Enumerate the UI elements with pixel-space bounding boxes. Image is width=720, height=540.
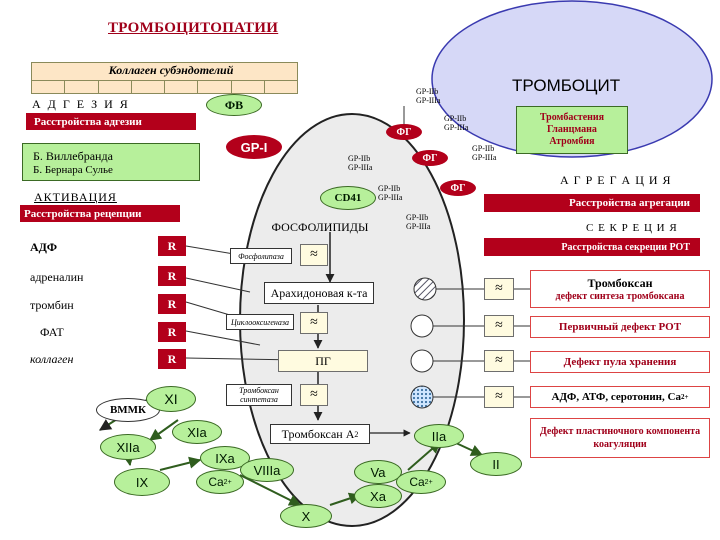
receptor-paf: R bbox=[158, 322, 186, 342]
txa-defect-sub: дефект синтеза тромбоксана bbox=[555, 291, 685, 302]
fg-oval-1: ФГ bbox=[386, 124, 422, 140]
factor-ca-1-sup: 2+ bbox=[223, 478, 232, 486]
factor-xia: XIa bbox=[172, 420, 222, 444]
collagen-segments bbox=[31, 80, 298, 94]
factor-x: X bbox=[280, 504, 332, 528]
factor-xiia: XIIa bbox=[100, 434, 156, 460]
fg-oval-2: ФГ bbox=[412, 150, 448, 166]
adhesion-heading: А Д Г Е З И Я bbox=[32, 97, 130, 111]
receptor-adrenaline: R bbox=[158, 266, 186, 286]
agonist-adp: АДФ bbox=[30, 240, 58, 254]
fg-oval-3: ФГ bbox=[440, 180, 476, 196]
approx-txa: ≈ bbox=[484, 278, 514, 300]
vwf-disease-box: Б. Виллебранда Б. Бернара Сулье bbox=[22, 143, 200, 181]
cd41-oval: CD41 bbox=[320, 186, 376, 210]
granule-dotted bbox=[410, 385, 434, 409]
factor-ii: II bbox=[470, 452, 522, 476]
thromboxane-label: Тромбоксан А bbox=[281, 426, 355, 441]
secretion-disorder: Расстройства секреции РОТ bbox=[484, 238, 700, 256]
approx-pool: ≈ bbox=[484, 350, 514, 372]
granule-white-2 bbox=[410, 349, 434, 373]
activation-disorder: Расстройства рецепции bbox=[20, 205, 180, 222]
cyclooxygenase-label: Циклооксигеназа bbox=[226, 314, 294, 330]
pg-box: ПГ bbox=[278, 350, 368, 372]
pool-defect-box: Дефект пула хранения bbox=[530, 351, 710, 373]
phospholipids-box: ФОСФОЛИПИДЫ bbox=[271, 219, 369, 234]
adp-defect-label: АДФ, АТФ, серотонин, Ca bbox=[551, 391, 681, 403]
gp-label-5: GP-IIb GP-IIIa bbox=[378, 184, 403, 202]
receptor-thrombin: R bbox=[158, 294, 186, 314]
approx-phospholipase: ≈ bbox=[300, 244, 328, 266]
coag-defect-box: Дефект пластиночного компонента коагуляц… bbox=[530, 418, 710, 458]
thromboxane-synthetase-label: Тромбоксан синтетаза bbox=[226, 384, 292, 406]
gp-label-6: GP-IIb GP-IIIa bbox=[406, 213, 431, 231]
collagen-label: Коллаген субэндотелий bbox=[108, 63, 234, 77]
adhesion-disorder: Расстройства адгезии bbox=[26, 113, 196, 130]
primary-defect-box: Первичный дефект РОТ bbox=[530, 316, 710, 338]
agonist-paf: ФАТ bbox=[40, 325, 64, 339]
glanzmann-box: Тромбастения Гланцмана Атромбия bbox=[516, 106, 628, 154]
factor-va: Va bbox=[354, 460, 402, 484]
granule-white-1 bbox=[410, 314, 434, 338]
txa-defect-box: Тромбоксан дефект синтеза тромбоксана bbox=[530, 270, 710, 308]
factor-ca-1-label: Ca bbox=[208, 475, 224, 489]
adp-defect-sup: 2+ bbox=[680, 393, 689, 401]
factor-xi: XI bbox=[146, 386, 196, 412]
secretion-heading: С Е К Р Е Ц И Я bbox=[586, 222, 678, 234]
factor-iia: IIa bbox=[414, 424, 464, 448]
phospholipase-label: Фосфолипаза bbox=[230, 248, 292, 264]
approx-thromboxane-synthetase: ≈ bbox=[300, 384, 328, 406]
aggregation-disorder: Расстройства агрегации bbox=[484, 194, 700, 212]
gp-label-1: GP-IIb GP-IIIa bbox=[416, 87, 441, 105]
approx-cyclooxygenase: ≈ bbox=[300, 312, 328, 334]
factor-ix: IX bbox=[114, 468, 170, 496]
gp-label-4: GP-IIb GP-IIIa bbox=[348, 154, 373, 172]
agonist-adrenaline: адреналин bbox=[30, 270, 84, 284]
granule-hatched bbox=[413, 277, 437, 301]
agonist-thrombin: тромбин bbox=[30, 298, 74, 312]
factor-ca-2-sup: 2+ bbox=[424, 478, 433, 486]
gp-label-2: GP-IIb GP-IIIa bbox=[444, 114, 469, 132]
page-title: ТРОМБОЦИТОПАТИИ bbox=[108, 20, 279, 36]
gp1-oval: GP-I bbox=[226, 135, 282, 159]
factor-viiia: VIIIa bbox=[240, 458, 294, 482]
gp-label-3: GP-IIb GP-IIIa bbox=[472, 144, 497, 162]
arachidonic-box: Арахидоновая к-та bbox=[264, 282, 374, 304]
platelet-ellipse bbox=[431, 0, 713, 158]
txa-defect-title: Тромбоксан bbox=[587, 276, 653, 290]
aggregation-heading: А Г Р Е Г А Ц И Я bbox=[560, 173, 672, 187]
thromboxane-subscript: 2 bbox=[354, 429, 359, 439]
factor-hmwk: ВММК bbox=[96, 398, 160, 422]
approx-primary: ≈ bbox=[484, 315, 514, 337]
agonist-collagen: коллаген bbox=[30, 352, 74, 366]
vwf-disease-label: Б. Виллебранда bbox=[33, 148, 113, 163]
activation-heading: АКТИВАЦИЯ bbox=[34, 190, 117, 204]
receptor-adp: R bbox=[158, 236, 186, 256]
platelet-label: ТРОМБОЦИТ bbox=[512, 76, 621, 95]
receptor-collagen: R bbox=[158, 349, 186, 369]
bernard-soulier-label: Б. Бернара Сулье bbox=[33, 163, 113, 176]
approx-adp: ≈ bbox=[484, 386, 514, 408]
vwf-oval: ФВ bbox=[206, 94, 262, 116]
factor-xa: Xa bbox=[354, 484, 402, 508]
factor-ca-2-label: Ca bbox=[409, 475, 425, 489]
